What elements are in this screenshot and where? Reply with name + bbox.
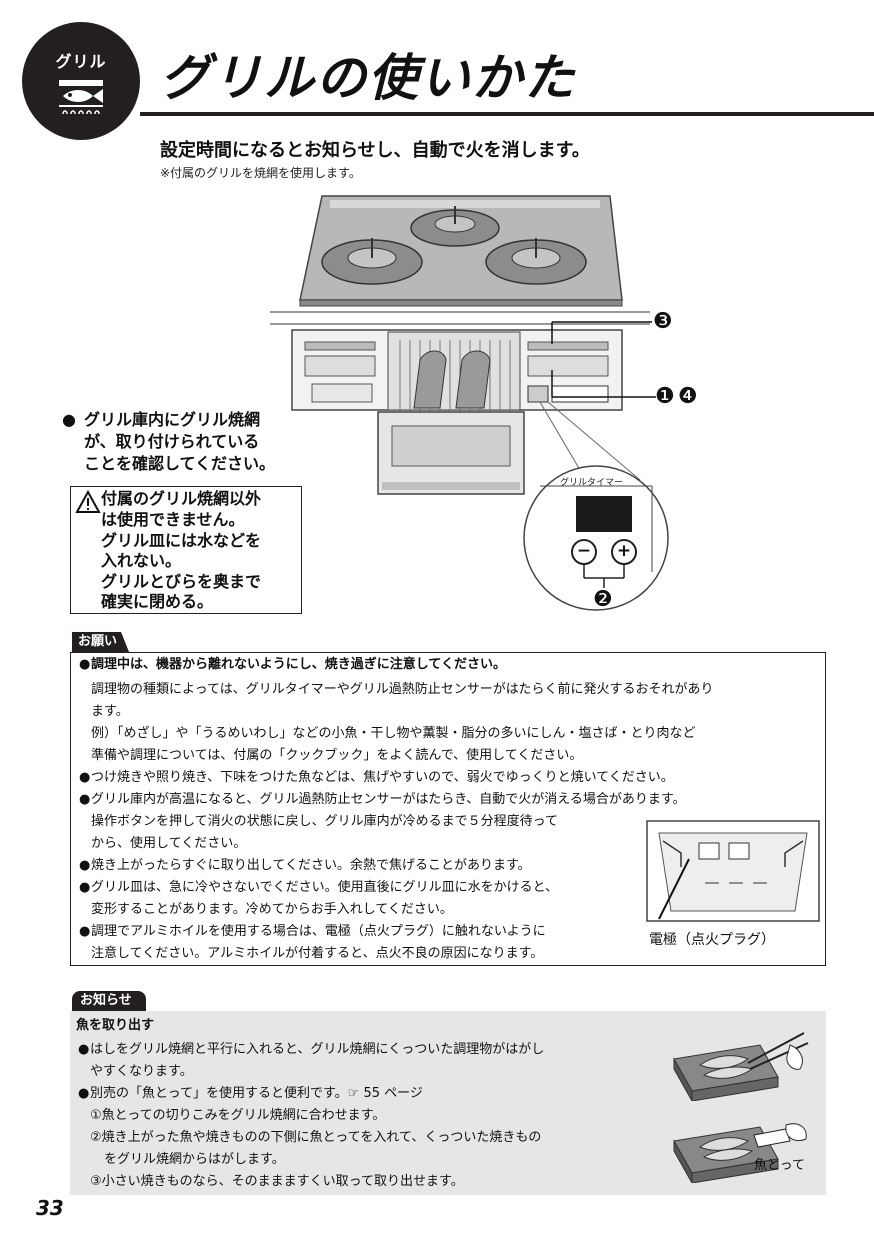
request-line: から、使用してください。	[91, 836, 247, 851]
bullet: ●	[79, 657, 91, 672]
stove-illustration	[270, 195, 669, 611]
request-line: つけ焼きや照り焼き、下味をつけた魚などは、焦げやすいので、弱火でゆっくりと焼いて…	[91, 770, 674, 785]
notice-box: 魚を取り出す ● はしをグリル焼網と平行に入れると、グリル焼網にくっついた調理物…	[70, 1011, 826, 1195]
grill-net-callout: ● グリル庫内にグリル焼網 が、取り付けられている ことを確認してください。	[62, 409, 302, 475]
request-box: ● 調理中は、機器から離れないようにし、焼き過ぎに注意してください。 調理物の種…	[70, 652, 826, 966]
callout-line: ことを確認してください。	[84, 454, 276, 473]
plus-button[interactable]: +	[616, 541, 632, 561]
notice-line: ③小さい焼きものなら、そのままますくい取って取り出せます。	[90, 1174, 464, 1189]
request-line: グリル庫内が高温になると、グリル過熱防止センサーがはたらき、自動で火が消える場合…	[91, 792, 686, 807]
marker-1: ❶	[655, 384, 675, 409]
bullet: ●	[78, 1042, 90, 1057]
lead-text: 設定時間になるとお知らせし、自動で火を消します。	[160, 140, 590, 161]
notice-line: ①魚とっての切りこみをグリル焼網に合わせます。	[90, 1108, 386, 1123]
warning-line: 入れない。	[101, 551, 182, 570]
request-line: 調理中は、機器から離れないようにし、焼き過ぎに注意してください。	[91, 657, 506, 672]
notice-line: やすくなります。	[90, 1064, 193, 1079]
marker-4: ❹	[678, 384, 698, 409]
fish-icon	[59, 80, 103, 115]
request-line: 焼き上がったらすぐに取り出してください。余熱で焦げることがあります。	[91, 858, 531, 873]
warning-line: は使用できません。	[101, 510, 245, 529]
request-line: 例）「めざし」や「うるめいわし」などの小魚・干し物や薫製・脂分の多いにしん・塩さ…	[91, 726, 696, 741]
page-number: 33	[36, 1196, 64, 1220]
notice-line: ②焼き上がった魚や焼きものの下側に魚とってを入れて、くっついた焼きもの	[90, 1130, 542, 1145]
request-line: 調理でアルミホイルを使用する場合は、電極（点火プラグ）に触れないように	[91, 924, 546, 939]
notice-tab: お知らせ	[72, 991, 146, 1011]
warning-line: グリル皿には水などを	[101, 531, 262, 550]
tool-caption: 魚とって	[754, 1158, 805, 1173]
request-line: 操作ボタンを押して消火の状態に戻し、グリル庫内が冷めるまで５分程度待って	[91, 814, 558, 829]
title-divider	[140, 112, 874, 116]
request-line: 注意してください。アルミホイルが付着すると、点火不良の原因になります。	[91, 946, 544, 961]
request-line: グリル皿は、急に冷やさないでください。使用直後にグリル皿に水をかけると、	[91, 880, 559, 895]
marker-3: ❸	[653, 309, 673, 334]
grill-chopsticks-illustration	[673, 1032, 809, 1101]
callout-line: グリル庫内にグリル焼網	[84, 410, 261, 429]
request-tab: お願い	[72, 632, 130, 652]
grill-interior-illustration	[646, 820, 820, 922]
bullet: ●	[78, 1086, 90, 1101]
warning-line: 付属のグリル焼網以外	[101, 489, 262, 508]
notice-line: 別売の「魚とって」を使用すると便利です。☞ 55 ページ	[90, 1086, 423, 1101]
timer-label: グリルタイマー	[560, 478, 624, 488]
notice-line: をグリル焼網からはがします。	[104, 1152, 285, 1167]
request-line: ます。	[91, 704, 129, 719]
bullet: ●	[79, 924, 91, 939]
note-text: ※付属のグリルを焼網を使用します。	[160, 166, 361, 180]
minus-button[interactable]: −	[576, 541, 592, 561]
bullet: ●	[79, 880, 91, 895]
callout-line: が、取り付けられている	[84, 432, 260, 451]
bullet: ●	[79, 858, 91, 873]
callout-bullet: ●	[62, 410, 76, 429]
bullet: ●	[79, 792, 91, 807]
warning-line: 確実に閉める。	[101, 592, 214, 611]
request-line: 調理物の種類によっては、グリルタイマーやグリル過熱防止センサーがはたらく前に発火…	[91, 682, 714, 697]
bullet: ●	[79, 770, 91, 785]
page-title: グリルの使いかた	[160, 49, 576, 107]
notice-heading: 魚を取り出す	[76, 1018, 155, 1033]
request-line: 準備や調理については、付属の「クックブック」をよく読んで、使用してください。	[91, 748, 583, 763]
request-line: 変形することがあります。冷めてからお手入れしてください。	[91, 902, 453, 917]
warning-line: グリルとびらを奥まで	[101, 572, 262, 591]
warning-icon	[75, 490, 101, 513]
marker-2: ❷	[593, 587, 613, 612]
notice-line: はしをグリル焼網と平行に入れると、グリル焼網にくっついた調理物がはがし	[90, 1042, 545, 1057]
grill-badge: グリル	[22, 22, 140, 140]
warning-box: 付属のグリル焼網以外 は使用できません。 グリル皿には水などを 入れない。 グリ…	[70, 486, 302, 614]
badge-label: グリル	[55, 52, 107, 71]
fish-lifter-illustration	[673, 1123, 807, 1183]
electrode-caption: 電極（点火プラグ）	[649, 932, 775, 948]
